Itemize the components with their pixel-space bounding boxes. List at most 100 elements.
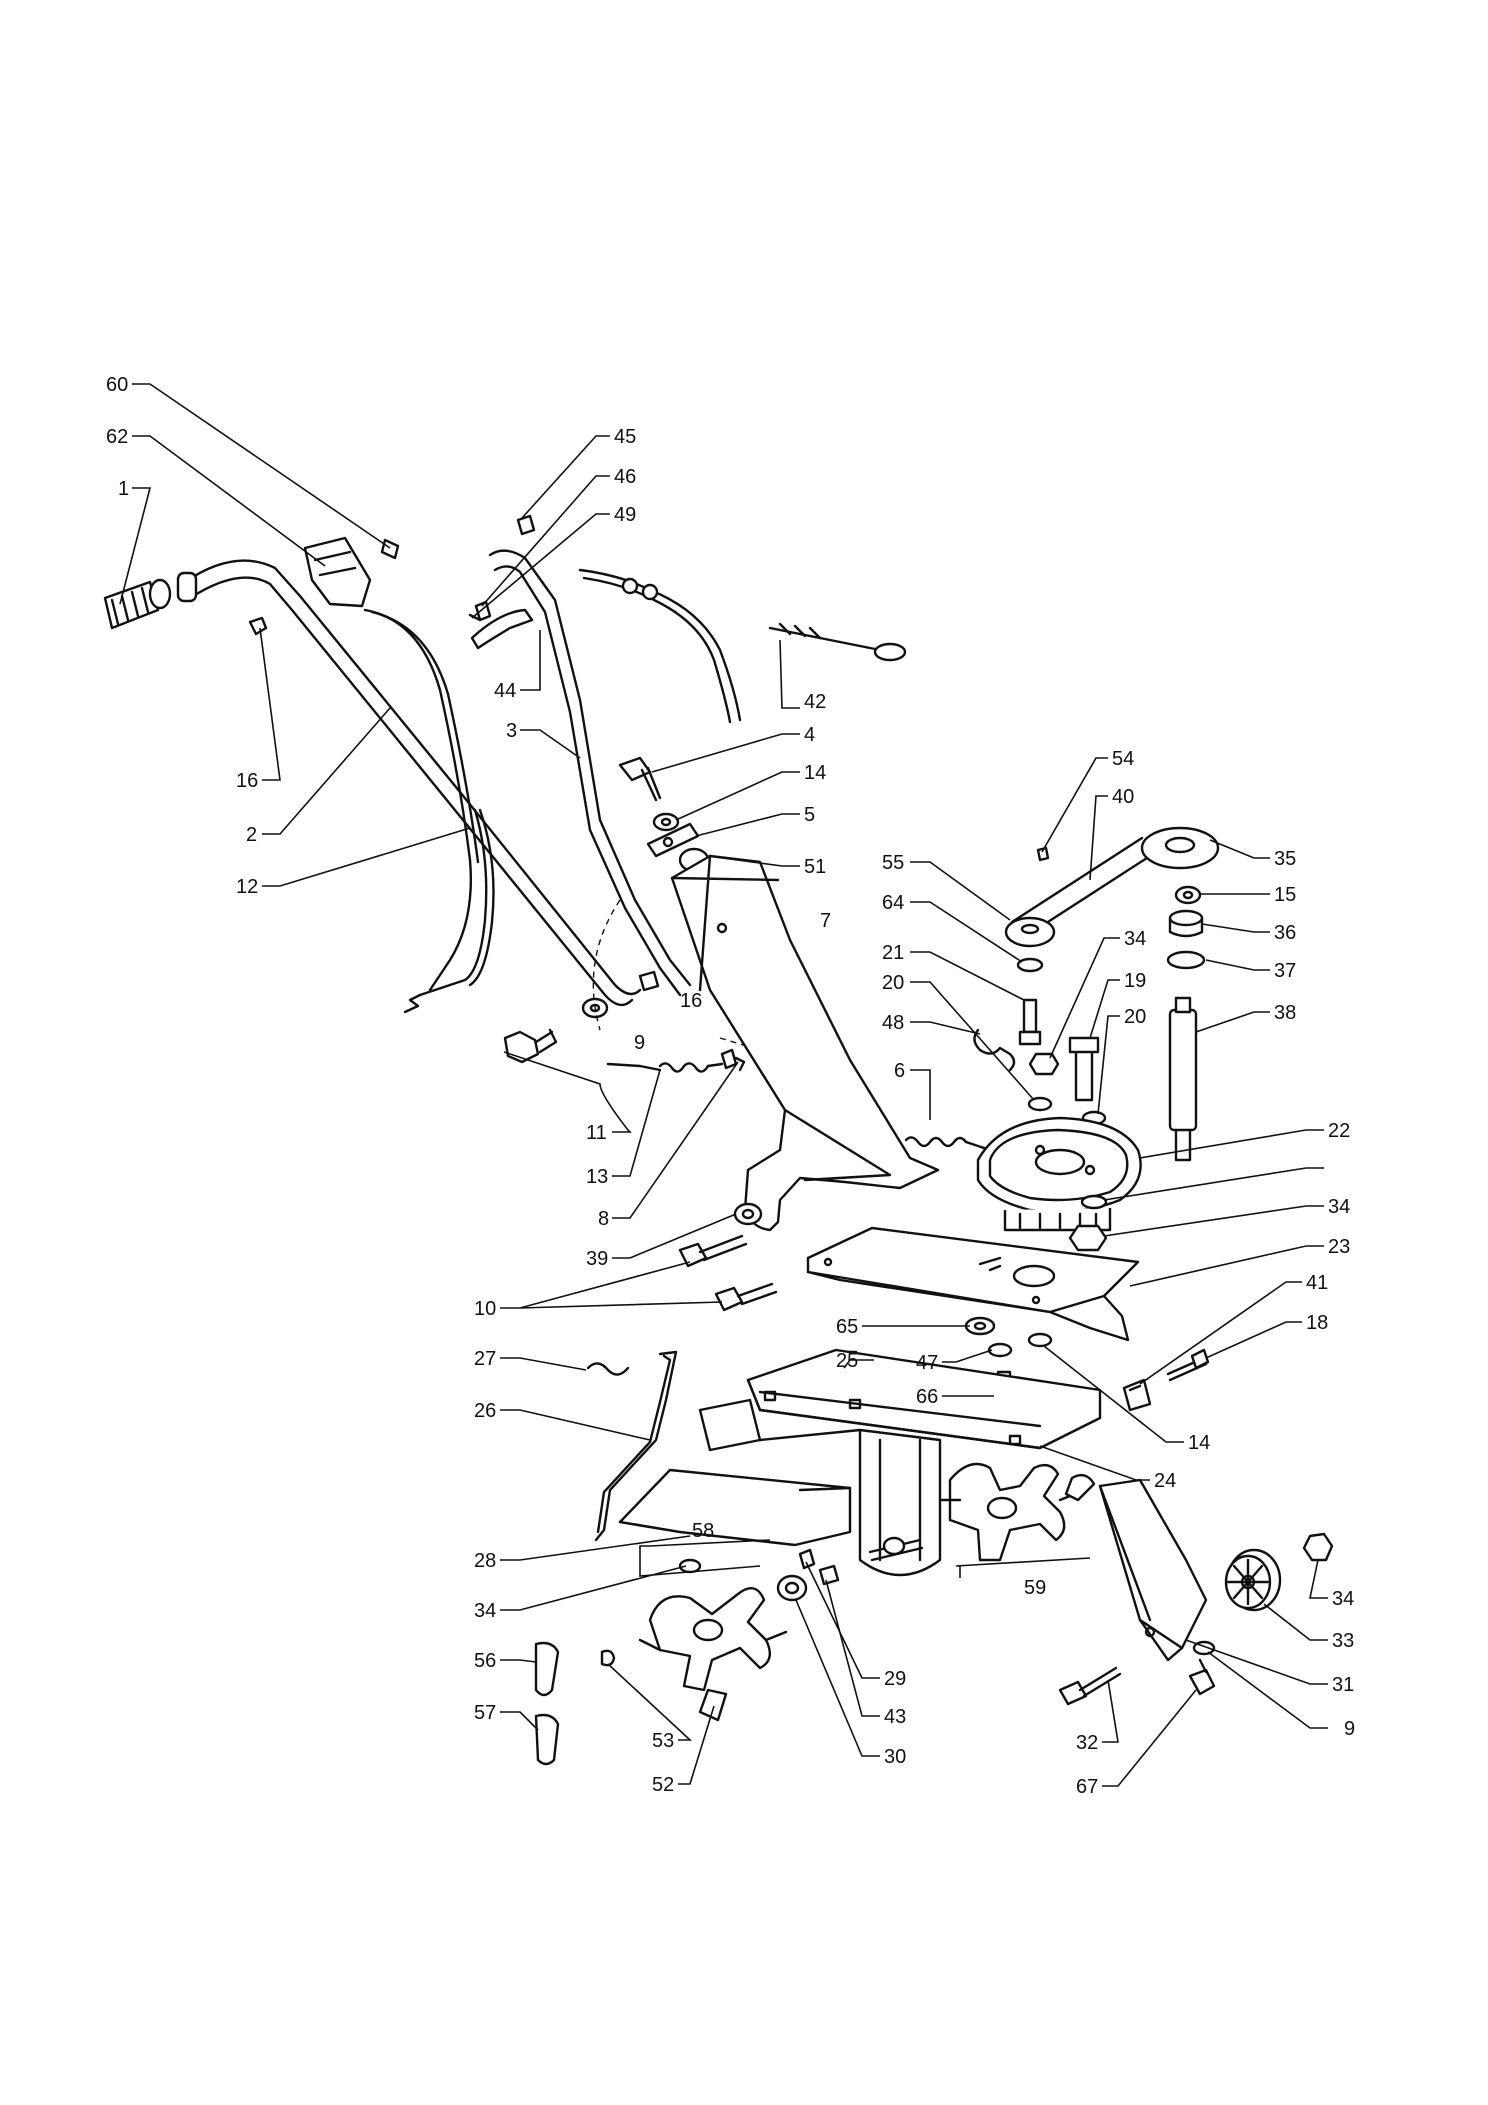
- callout-54: 54: [1112, 748, 1134, 770]
- washer-20-left: [1027, 1096, 1053, 1112]
- callout-12: 12: [236, 876, 258, 898]
- washer-20-lower: [1080, 1194, 1108, 1210]
- callout-67: 67: [1076, 1776, 1098, 1798]
- fender-clip-56: [534, 1641, 560, 1697]
- callout-58: 58: [692, 1520, 714, 1542]
- callout-30: 30: [884, 1746, 906, 1768]
- callout-20-right: 20: [1124, 1006, 1146, 1028]
- knob-bolt-11: [503, 1028, 558, 1064]
- washer-39: [733, 1202, 763, 1226]
- callout-49: 49: [614, 504, 636, 526]
- washer-15: [1174, 885, 1202, 905]
- fender-clip-57: [534, 1713, 560, 1766]
- callout-66: 66: [916, 1386, 938, 1408]
- wheel-bracket-31: [1098, 1478, 1208, 1662]
- bushing-30: [776, 1574, 808, 1602]
- pin-29: [798, 1548, 816, 1570]
- callout-36: 36: [1274, 922, 1296, 944]
- spring-6: [904, 1136, 992, 1152]
- callout-34-upper: 34: [1124, 928, 1146, 950]
- callout-21: 21: [882, 942, 904, 964]
- callout-14-lower: 14: [1188, 1432, 1210, 1454]
- callout-20-left: 20: [882, 972, 904, 994]
- callout-52: 52: [652, 1774, 674, 1796]
- callout-14-upper: 14: [804, 762, 826, 784]
- bracket-41: [1122, 1378, 1152, 1412]
- callout-43: 43: [884, 1706, 906, 1728]
- washer-47: [987, 1342, 1013, 1358]
- gear-housing-22: [976, 1116, 1142, 1232]
- callout-64: 64: [882, 892, 904, 914]
- washer-65: [964, 1316, 996, 1336]
- cable-42: [768, 622, 907, 662]
- callout-55: 55: [882, 852, 904, 874]
- callout-23: 23: [1328, 1236, 1350, 1258]
- callout-4: 4: [804, 724, 815, 746]
- bushing-36: [1168, 909, 1204, 938]
- callout-34-wheel: 34: [1332, 1588, 1354, 1610]
- throttle-cable: [363, 608, 480, 992]
- bolt-4: [618, 756, 662, 802]
- callout-48: 48: [882, 1012, 904, 1034]
- callout-18: 18: [1306, 1312, 1328, 1334]
- right-handlebar: [488, 549, 692, 997]
- throttle-lever: [303, 536, 372, 608]
- belt-40: [1004, 826, 1220, 948]
- bolt-10-lower: [714, 1282, 778, 1312]
- callout-31: 31: [1332, 1674, 1354, 1696]
- callout-5: 5: [804, 804, 815, 826]
- callout-6: 6: [894, 1060, 905, 1082]
- callout-16-lower: 16: [680, 990, 702, 1012]
- bushing-53: [600, 1649, 616, 1667]
- callout-2: 2: [246, 824, 257, 846]
- callout-65: 65: [836, 1316, 858, 1338]
- tine-bar-26: [594, 1350, 678, 1542]
- clip-27: [586, 1362, 630, 1376]
- callout-40: 40: [1112, 786, 1134, 808]
- callout-27: 27: [474, 1348, 496, 1370]
- lever-67: [1188, 1658, 1216, 1696]
- callout-13: 13: [586, 1166, 608, 1188]
- callout-labels: 60 62 1 45 46 49 16 2 12 44 3 4 14 5 51 …: [106, 374, 1355, 1798]
- callout-37: 37: [1274, 960, 1296, 982]
- callout-15: 15: [1274, 884, 1296, 906]
- small-bolt-60: [380, 538, 400, 560]
- nut-16-lower: [638, 970, 660, 992]
- bolt-19: [1068, 1036, 1100, 1102]
- nut-14-lower: [1027, 1332, 1053, 1348]
- spring-rod-13: [606, 1062, 724, 1073]
- callout-16-upper: 16: [236, 770, 258, 792]
- callout-62: 62: [106, 426, 128, 448]
- washer-64: [1016, 957, 1044, 973]
- callout-10: 10: [474, 1298, 496, 1320]
- axle-shaft: [868, 1536, 924, 1562]
- callout-51: 51: [804, 856, 826, 878]
- callout-42: 42: [804, 691, 826, 713]
- callout-47: 47: [916, 1352, 938, 1374]
- pin-18: [1166, 1348, 1210, 1382]
- nut-16: [248, 616, 268, 636]
- clutch-cable-12: [403, 808, 495, 1014]
- callout-19: 19: [1124, 970, 1146, 992]
- callout-9-left: 9: [634, 1032, 645, 1054]
- bolt-21: [1018, 998, 1042, 1046]
- engine-plate-23: [806, 1226, 1140, 1342]
- pin-32: [1058, 1666, 1122, 1706]
- callout-25: 25: [836, 1350, 858, 1372]
- callout-3: 3: [506, 720, 517, 742]
- shaft-38: [1168, 996, 1198, 1162]
- callout-46: 46: [614, 466, 636, 488]
- clip-8: [720, 1048, 746, 1072]
- left-handlebar: [176, 559, 642, 1007]
- callout-9-right: 9: [1344, 1718, 1355, 1740]
- callout-39: 39: [586, 1248, 608, 1270]
- tines-58: [638, 1587, 788, 1722]
- clutch-lever-44: [468, 608, 534, 650]
- callout-53: 53: [652, 1730, 674, 1752]
- bolt-10-upper: [678, 1234, 748, 1268]
- nut-34-mid: [1068, 1224, 1108, 1252]
- transmission-frame-24: [618, 1348, 1102, 1577]
- callout-22: 22: [1328, 1120, 1350, 1142]
- callout-35: 35: [1274, 848, 1296, 870]
